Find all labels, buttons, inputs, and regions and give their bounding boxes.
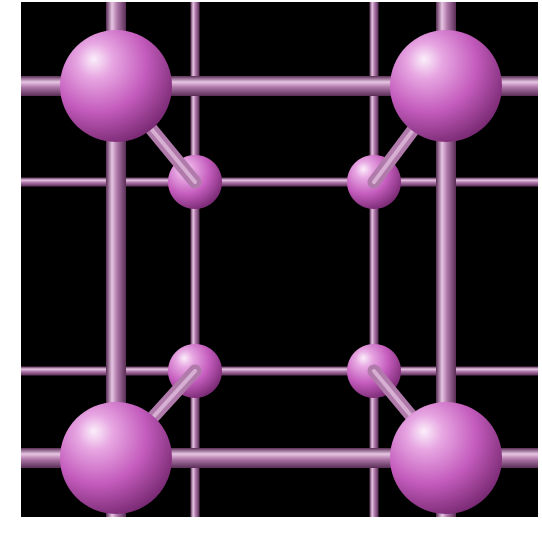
back-rod-horizontal — [21, 366, 538, 376]
back-rod-vertical — [190, 2, 200, 517]
front-atoms — [60, 30, 502, 514]
back-rod-horizontal — [21, 177, 538, 187]
front-atom — [390, 402, 502, 514]
front-atom — [60, 30, 172, 142]
front-atom — [390, 30, 502, 142]
back-rod-vertical — [369, 2, 379, 517]
back-rod-grid — [21, 2, 538, 517]
front-atom — [60, 402, 172, 514]
